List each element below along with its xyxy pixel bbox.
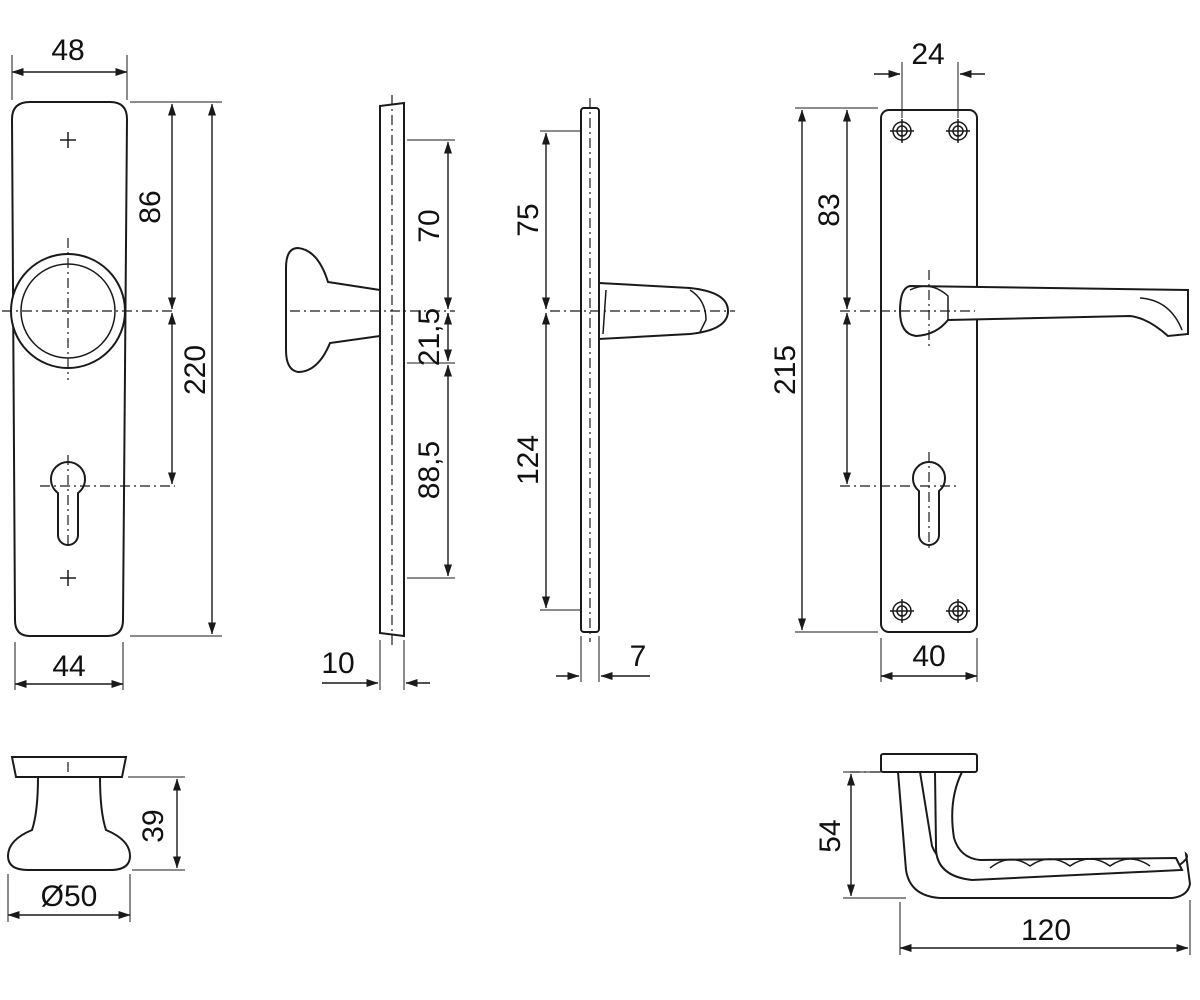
dim-side-lower: 88,5 (413, 441, 446, 499)
dim-lever-side-lower: 124 (512, 435, 545, 485)
dim-knob-plate-total-height: 220 (179, 345, 212, 395)
dim-lever-plate-hole-spacing: 24 (911, 38, 944, 71)
dim-knob-plate-width-bottom: 44 (52, 650, 85, 683)
dim-lever-plate-width: 40 (912, 640, 945, 673)
knob-profile-view (6, 756, 132, 871)
dim-lever-side-thickness: 7 (630, 640, 647, 673)
dim-knob-plate-center-to-top: 86 (134, 190, 167, 223)
dim-lever-side-upper: 75 (512, 203, 545, 236)
screw-hole-bottom-right (946, 599, 970, 623)
lever-plate-dimensions: 24 215 83 40 (769, 38, 985, 682)
lever-side-dimensions: 75 124 7 (512, 130, 650, 682)
dim-side-thickness: 10 (321, 647, 354, 680)
dim-side-rose: 21,5 (413, 308, 446, 366)
lever-plate-front-view (840, 109, 1189, 633)
lever-side-view (550, 98, 735, 642)
dim-lever-plate-center-to-key: 83 (813, 193, 846, 226)
dim-lever-projection: 54 (814, 819, 847, 852)
dim-knob-diameter: Ø50 (41, 880, 98, 913)
screw-hole-top-right (946, 119, 970, 143)
knob-side-dimensions: 70 21,5 88,5 10 (321, 139, 455, 690)
screw-hole-bottom-left (890, 599, 914, 623)
knob-plate-dimensions: 48 86 220 44 (11, 34, 222, 690)
lever-profile-view (850, 753, 1192, 899)
knob-plate-front-view (2, 101, 175, 637)
screw-hole-top-left (890, 119, 914, 143)
dim-lever-plate-total-height: 215 (769, 345, 802, 395)
dim-side-top-to-center: 70 (413, 209, 446, 242)
lever-profile-dimensions: 54 120 (814, 771, 1191, 955)
knob-profile-dimensions: 39 Ø50 (7, 776, 185, 922)
knob-side-view (285, 95, 455, 645)
dim-knob-plate-width-top: 48 (51, 34, 84, 67)
dim-lever-length: 120 (1021, 914, 1071, 947)
dim-knob-projection: 39 (137, 809, 170, 842)
